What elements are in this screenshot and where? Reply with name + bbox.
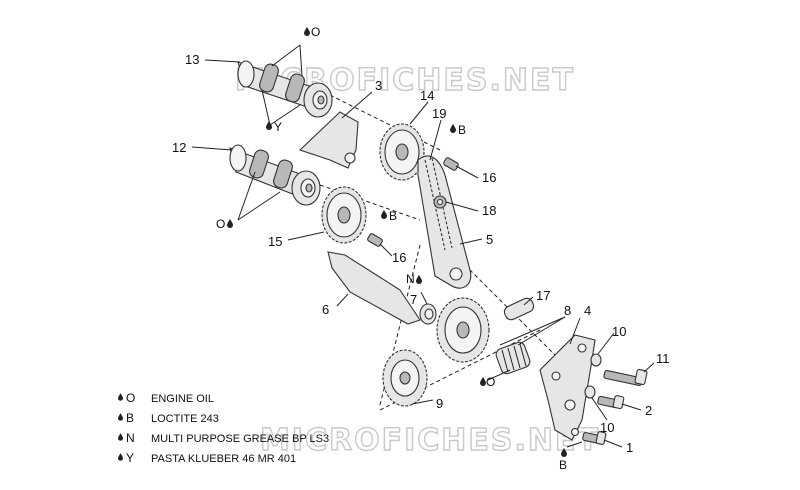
marker-b-bottom: B [559, 448, 567, 472]
washer-part-7 [419, 303, 437, 325]
callout-9: 9 [436, 396, 443, 411]
drop-icon [118, 453, 123, 461]
svg-text:LOCTITE 243: LOCTITE 243 [151, 413, 219, 425]
svg-text:O: O [216, 217, 225, 231]
bolt-part-16-lower [367, 233, 383, 247]
bracket-part-3 [298, 111, 359, 169]
svg-text:Y: Y [274, 120, 282, 134]
washer-part-18 [433, 195, 447, 209]
drop-icon [118, 413, 123, 421]
tensioner-part-6 [327, 251, 421, 325]
chain-guide-part-5 [417, 155, 472, 289]
svg-text:B: B [559, 458, 567, 472]
marker-o-left: O [216, 217, 233, 231]
legend-item-engine-oil: O ENGINE OIL [118, 391, 214, 405]
callout-8: 8 [564, 303, 571, 318]
marker-b-top: B [450, 123, 466, 137]
callout-10-lower: 10 [600, 420, 614, 435]
leader-lines [191, 44, 655, 448]
svg-text:B: B [458, 123, 466, 137]
svg-text:O: O [486, 375, 495, 389]
plate-part-4 [539, 334, 596, 441]
legend-item-grease: N MULTI PURPOSE GREASE BP LS3 [118, 431, 329, 445]
legend-item-klueber: Y PASTA KLUEBER 46 MR 401 [118, 451, 296, 465]
svg-text:O: O [126, 391, 135, 405]
pin-part-17 [503, 297, 535, 321]
callout-12: 12 [172, 140, 186, 155]
callout-17: 17 [536, 288, 550, 303]
bolt-part-16-upper [443, 157, 459, 171]
bolt-part-1 [582, 431, 607, 445]
drop-icon [118, 433, 123, 441]
drop-icon [227, 219, 233, 228]
callout-18: 18 [482, 203, 496, 218]
svg-text:N: N [406, 272, 415, 286]
gear-large [436, 297, 490, 363]
callout-3: 3 [375, 78, 382, 93]
washer-part-10-upper [590, 353, 602, 367]
svg-text:ENGINE OIL: ENGINE OIL [151, 393, 214, 405]
callout-7: 7 [410, 292, 417, 307]
drop-icon [118, 393, 123, 401]
svg-text:Y: Y [126, 451, 134, 465]
drop-icon [450, 124, 456, 133]
marker-b-mid: B [381, 209, 397, 223]
svg-text:B: B [126, 411, 134, 425]
callout-16-lower: 16 [392, 250, 406, 265]
svg-text:N: N [126, 431, 135, 445]
svg-text:B: B [389, 209, 397, 223]
svg-text:O: O [311, 25, 320, 39]
callout-16-upper: 16 [482, 170, 496, 185]
camshaft-upper [237, 60, 333, 118]
callout-15: 15 [268, 234, 282, 249]
marker-n: N [406, 272, 422, 286]
sprocket-lower [321, 186, 367, 244]
callout-4: 4 [584, 303, 591, 318]
callout-5: 5 [486, 232, 493, 247]
callout-10-upper: 10 [612, 324, 626, 339]
marker-o-right: O [480, 375, 495, 389]
svg-text:MULTI PURPOSE GREASE BP LS3: MULTI PURPOSE GREASE BP LS3 [151, 433, 329, 445]
callout-19: 19 [432, 106, 446, 121]
gear-part-9 [382, 349, 428, 407]
bolt-part-11 [603, 368, 648, 387]
washer-part-10-lower [584, 385, 596, 399]
sprocket-upper [379, 123, 425, 181]
callout-1: 1 [626, 440, 633, 455]
drop-icon [381, 210, 387, 219]
callout-13: 13 [185, 52, 199, 67]
drop-icon [416, 275, 422, 284]
svg-text:PASTA KLUEBER 46 MR 401: PASTA KLUEBER 46 MR 401 [151, 453, 296, 465]
callout-6: 6 [322, 302, 329, 317]
legend-item-loctite: B LOCTITE 243 [118, 411, 219, 425]
camshaft-lower [229, 144, 321, 206]
bolt-part-2 [597, 395, 625, 410]
marker-o-top: O [304, 25, 320, 39]
legend: O ENGINE OIL B LOCTITE 243 N MULTI PURPO… [118, 391, 329, 465]
marker-y: Y [266, 120, 282, 134]
watermark-bottom: MICROFICHES.NET [260, 423, 600, 458]
drop-icon [304, 27, 310, 36]
callout-11: 11 [656, 351, 670, 366]
callout-2: 2 [645, 403, 652, 418]
drop-icon [266, 121, 272, 130]
needle-bearing-part-8 [495, 341, 531, 375]
callout-14: 14 [420, 88, 434, 103]
